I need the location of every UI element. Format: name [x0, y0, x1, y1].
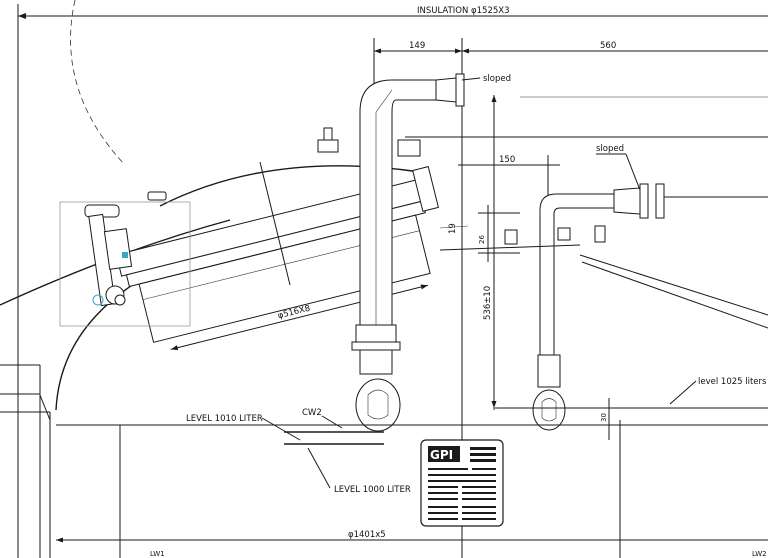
- tank-left-wall: [0, 364, 51, 558]
- tank-roof-right: [579, 254, 768, 316]
- sloped-right-leader-2: [625, 153, 641, 191]
- lw2-label: LW2: [752, 550, 767, 558]
- tank-roof-right-2: [581, 261, 768, 329]
- tank-inner-curve: [55, 279, 141, 411]
- insulation-label: INSULATION φ1525X3: [417, 6, 510, 16]
- dim-150: 150: [499, 155, 515, 165]
- sloped-top-label: sloped: [483, 74, 511, 84]
- level-1000-label: LEVEL 1000 LITER: [334, 485, 411, 495]
- level-1025-leader: [669, 380, 697, 405]
- manway-clamp: [59, 191, 191, 327]
- nameplate-logo-bg: [428, 446, 460, 462]
- dim-149: 149: [409, 41, 425, 51]
- insulation-dimension: INSULATION φ1525X3: [17, 4, 768, 558]
- cw2-leader: [321, 415, 343, 429]
- cw2-label: CW2: [302, 408, 322, 418]
- vent-pipe-large: [351, 73, 465, 432]
- manway-top-fittings: [317, 127, 421, 157]
- bottom-dimension: φ1401x5: [56, 530, 768, 543]
- dim-560: 560: [600, 41, 616, 51]
- level-lines: [56, 407, 768, 558]
- manway-axis: [259, 161, 291, 286]
- sloped-right-label: sloped: [596, 144, 624, 154]
- dim-19-leader: [439, 225, 469, 229]
- nameplate-logo: GPI: [430, 448, 453, 462]
- seal-marker: [122, 252, 128, 258]
- nameplate: GPI: [420, 439, 504, 527]
- dim-1401: φ1401x5: [348, 530, 386, 540]
- vent-pipe-small: [532, 183, 768, 431]
- sloped-top-leader: [461, 77, 481, 81]
- dim-30: 30: [600, 413, 608, 422]
- dim-26: 26: [478, 235, 486, 244]
- dim-536: 536±10: [483, 286, 493, 320]
- level-1010-label: LEVEL 1010 LITER: [186, 414, 263, 424]
- level-1010-leader: [261, 417, 301, 441]
- lw1-label: LW1: [150, 550, 165, 558]
- dim-19: 19: [448, 223, 458, 234]
- manway-assembly: φ516X8: [115, 166, 440, 351]
- level-1000-leader: [307, 447, 331, 489]
- sensor-fittings: 26: [439, 205, 606, 262]
- detail-box: [59, 201, 191, 327]
- lid-swing-arc: [70, 0, 126, 166]
- level-1025-label: level 1025 liters: [698, 377, 767, 387]
